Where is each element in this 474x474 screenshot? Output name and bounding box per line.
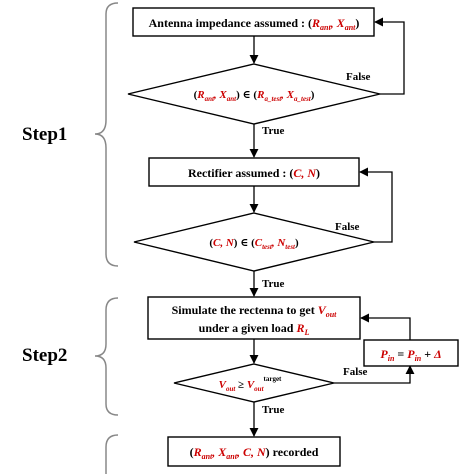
false-label-2: False [335,221,360,233]
true-label-2: True [262,278,285,290]
false-label-1: False [346,71,371,83]
simulate-line1: Simulate the rectenna to get Vout [172,303,338,319]
step2-label: Step2 [22,345,67,366]
false-label-3: False [343,366,368,378]
step3-brace [105,434,119,474]
pin-update-box [363,339,459,367]
antenna-impedance-box [132,7,375,37]
decision-3-text: Vout ≥ Vouttarget [219,375,282,393]
true-label-1: True [262,125,285,137]
decision-2-text: (C, N) ∈ (Ctest, Ntest) [209,237,299,251]
pin-loop-back [360,313,411,340]
decision-1-text: (Rant, Xant) ∈ (Ra_test, Xa_test) [194,89,315,103]
step1-label: Step1 [22,124,67,145]
false-loop-1 [374,17,405,95]
step1-brace [94,2,119,267]
antenna-impedance-text: Antenna impedance assumed : (Rant, Xant) [149,16,360,32]
pin-update-text: Pin = Pin + Δ [380,347,441,363]
true-label-3: True [262,404,285,416]
step2-brace [94,297,119,416]
simulate-line2: under a given load RL [199,321,310,337]
recorded-text: (Rant, Xant, C, N) recorded [190,445,319,461]
recorded-box [167,436,341,467]
false-path-3 [334,365,415,384]
false-loop-2 [359,167,393,243]
rectifier-text: Rectifier assumed : (C, N) [188,166,320,180]
